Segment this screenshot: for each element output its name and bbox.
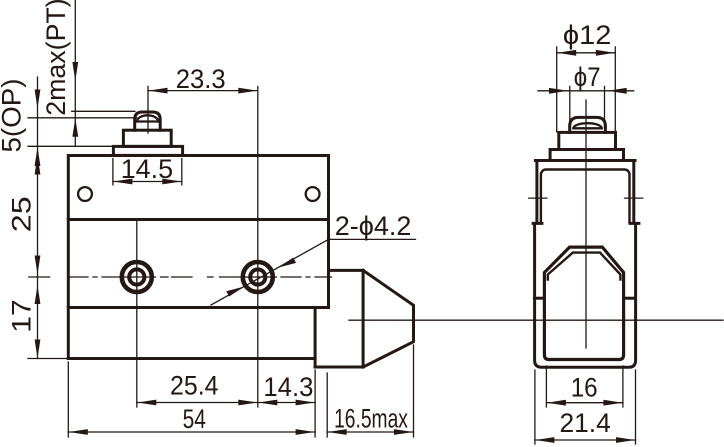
svg-text:23.3: 23.3 [176,64,226,94]
svg-text:14.3: 14.3 [263,372,313,402]
svg-text:17: 17 [7,299,37,332]
svg-text:ϕ12: ϕ12 [563,20,612,50]
svg-text:16: 16 [571,373,598,403]
svg-text:14.5: 14.5 [121,154,174,184]
svg-text:5(OP): 5(OP) [0,79,27,153]
svg-text:ϕ7: ϕ7 [574,62,601,92]
svg-text:25.4: 25.4 [170,371,219,401]
svg-text:2-ϕ4.2: 2-ϕ4.2 [335,211,412,241]
svg-text:25: 25 [7,196,37,232]
svg-text:54: 54 [183,404,206,434]
svg-text:21.4: 21.4 [560,408,611,438]
svg-text:16.5max: 16.5max [334,403,408,433]
svg-text:2max(PT): 2max(PT) [41,0,71,116]
